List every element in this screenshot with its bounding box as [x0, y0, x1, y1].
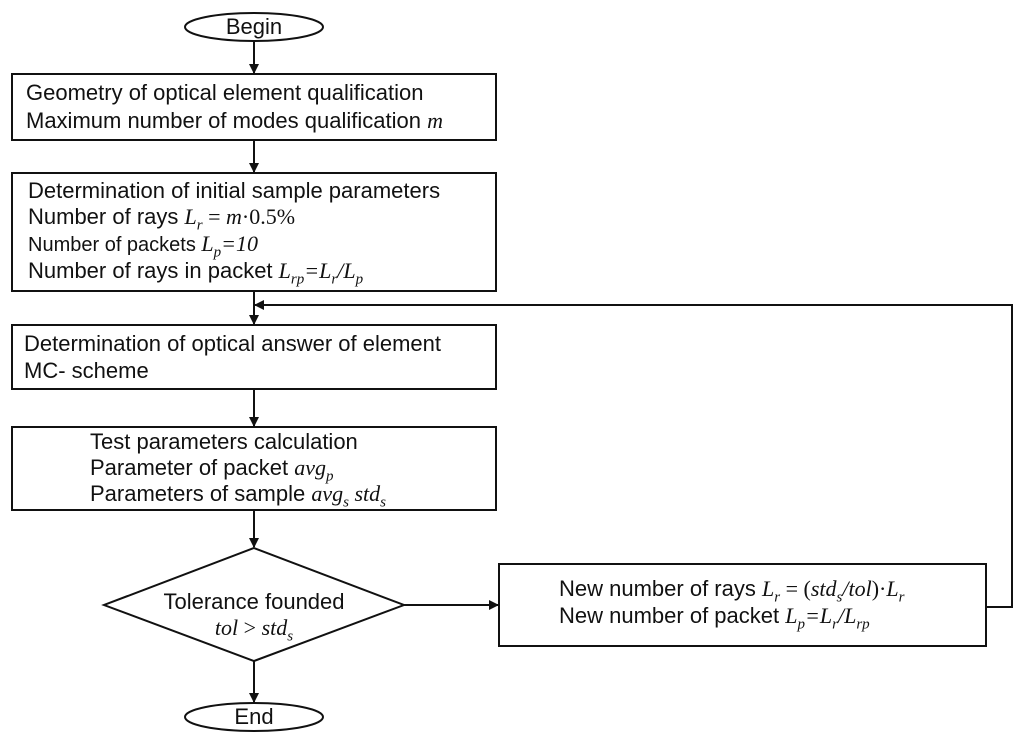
var-m: m — [427, 108, 443, 133]
initial-parameters-title: Determination of initial sample paramete… — [28, 178, 441, 203]
end-terminator — [184, 702, 324, 732]
geometry-qualification-text: Geometry of optical element qualificatio… — [26, 80, 424, 105]
max-modes-qualification-text: Maximum number of modes qualification m — [26, 108, 443, 133]
new-number-of-packet-text: New number of packet Lp=Lr/Lrp — [559, 603, 870, 633]
packet-parameter-text: Parameter of packet avgp — [90, 455, 334, 485]
new-number-of-rays-text: New number of rays Lr = (stds/tol)·Lr — [559, 576, 905, 606]
optical-answer-text: Determination of optical answer of eleme… — [24, 331, 441, 356]
begin-label: Begin — [225, 14, 283, 39]
end-label: End — [234, 704, 274, 729]
number-of-packets-text: Number of packets Lp=10 — [28, 231, 259, 261]
decision-title: Tolerance founded — [163, 589, 345, 614]
test-parameters-title: Test parameters calculation — [90, 429, 358, 454]
decision-condition: tol > stds — [214, 615, 294, 645]
rays-in-packet-text: Number of rays in packet Lrp=Lr/Lp — [28, 258, 364, 288]
process-box-update — [498, 563, 987, 647]
sample-parameters-text: Parameters of sample avgs stds — [90, 481, 386, 511]
connector-feedback-loop — [254, 300, 1013, 608]
number-of-rays-text: Number of rays Lr = m·0.5% — [28, 204, 296, 234]
mc-scheme-text: MC- scheme — [24, 358, 149, 383]
